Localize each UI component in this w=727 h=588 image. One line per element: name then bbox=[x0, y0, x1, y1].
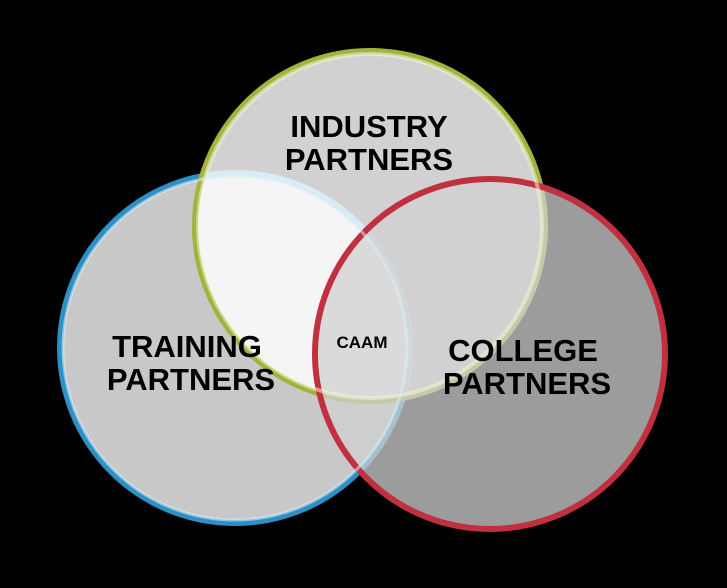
center-label: CAAM bbox=[337, 333, 388, 352]
industry-partners-label-line1: INDUSTRY bbox=[290, 109, 448, 144]
training-inner-glow bbox=[61, 174, 409, 522]
college-partners-circle bbox=[315, 179, 665, 529]
training-partners-label-line1: TRAINING bbox=[112, 329, 262, 364]
college-partners-label-line2: PARTNERS bbox=[443, 366, 611, 401]
college-partners-label-line1: COLLEGE bbox=[448, 333, 598, 368]
training-partners-label-line2: PARTNERS bbox=[107, 362, 275, 397]
industry-inner-glow bbox=[196, 52, 544, 400]
college-partners-circle-outline bbox=[312, 176, 668, 532]
industry-partners-label-line2: PARTNERS bbox=[285, 142, 453, 177]
